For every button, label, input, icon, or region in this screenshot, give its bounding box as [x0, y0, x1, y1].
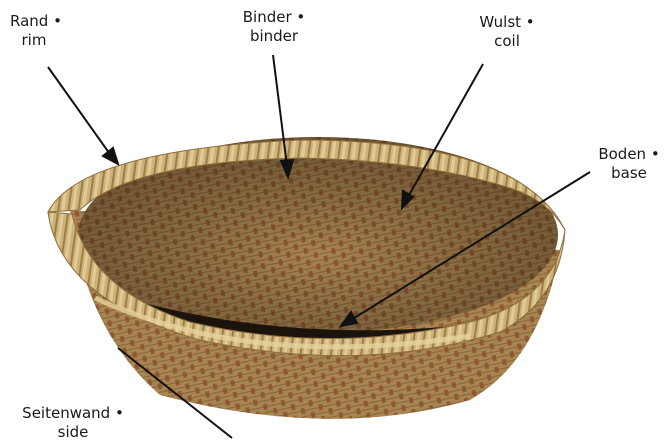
rim-pointer	[48, 67, 112, 157]
label-rim: Rand • rim	[10, 12, 58, 50]
rim-arrowhead	[103, 148, 118, 164]
label-base-de: Boden •	[593, 145, 665, 164]
label-coil-de: Wulst •	[472, 13, 542, 32]
label-rim-de: Rand •	[10, 12, 58, 31]
label-side: Seitenwand • side	[14, 404, 132, 442]
label-coil-en: coil	[472, 32, 542, 51]
label-base-en: base	[593, 164, 665, 183]
label-side-en: side	[14, 423, 132, 442]
label-side-de: Seitenwand •	[14, 404, 132, 423]
label-coil: Wulst • coil	[472, 13, 542, 51]
label-binder-en: binder	[236, 27, 312, 46]
basket-object	[48, 137, 565, 419]
label-base: Boden • base	[593, 145, 665, 183]
label-binder: Binder • binder	[236, 8, 312, 46]
label-binder-de: Binder •	[236, 8, 312, 27]
label-rim-en: rim	[10, 31, 58, 50]
